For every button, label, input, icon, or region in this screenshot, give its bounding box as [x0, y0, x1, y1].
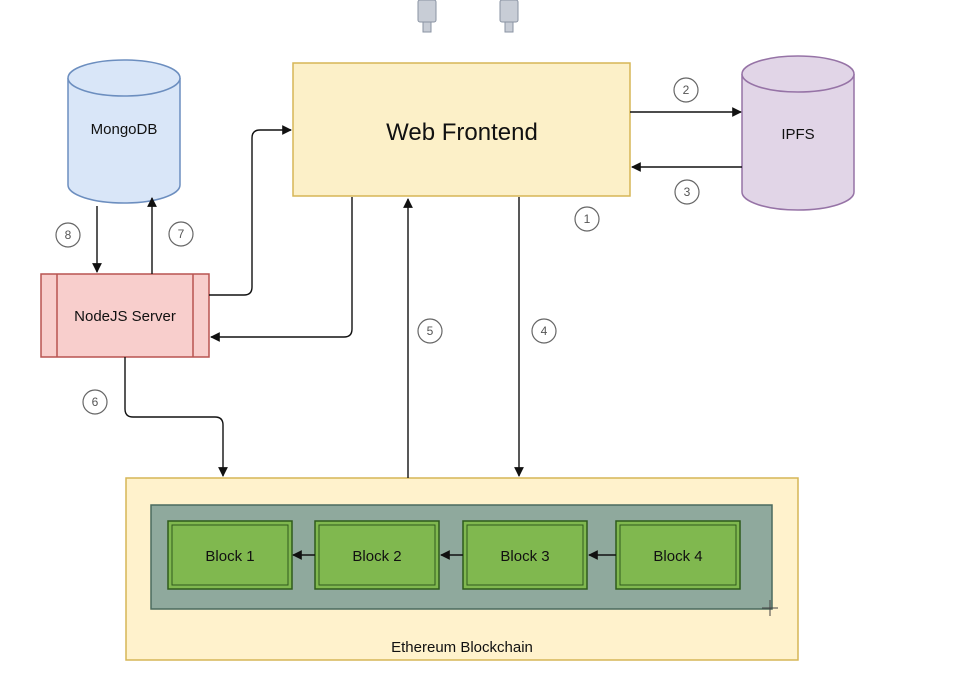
block-1-label: Block 1 — [205, 548, 254, 565]
step-7-badge: 7 — [168, 221, 194, 247]
edge-nodejs-to-ethereum — [124, 357, 228, 477]
web-frontend-node: Web Frontend — [292, 62, 631, 197]
cursor-crosshair-icon — [762, 600, 778, 616]
block-1: Block 1 — [167, 520, 293, 590]
step-1-badge: 1 — [574, 206, 600, 232]
step-8-label: 8 — [65, 228, 72, 242]
step-2-badge: 2 — [673, 77, 699, 103]
web-frontend-label: Web Frontend — [386, 119, 538, 146]
step-6-badge: 6 — [82, 389, 108, 415]
step-5-label: 5 — [427, 324, 434, 338]
block-4-label: Block 4 — [653, 548, 702, 565]
top-plug-icons — [417, 0, 519, 33]
edge-nodejs-to-frontend — [209, 125, 292, 296]
mongodb-label: MongoDB — [91, 121, 158, 138]
step-4-badge: 4 — [531, 318, 557, 344]
step-8-badge: 8 — [55, 222, 81, 248]
nodejs-server-label: NodeJS Server — [74, 308, 176, 325]
mongodb-node: MongoDB — [67, 59, 181, 204]
step-2-label: 2 — [683, 83, 690, 97]
block-3: Block 3 — [462, 520, 588, 590]
ethereum-blockchain-label: Ethereum Blockchain — [391, 639, 533, 656]
block-3-label: Block 3 — [500, 548, 549, 565]
nodejs-server-node: NodeJS Server — [40, 273, 210, 358]
step-1-label: 1 — [584, 212, 591, 226]
step-5-badge: 5 — [417, 318, 443, 344]
step-3-badge: 3 — [674, 179, 700, 205]
block-4: Block 4 — [615, 520, 741, 590]
ipfs-node: IPFS — [741, 55, 855, 211]
step-3-label: 3 — [684, 185, 691, 199]
block-2-label: Block 2 — [352, 548, 401, 565]
step-7-label: 7 — [178, 227, 185, 241]
ipfs-label: IPFS — [781, 126, 814, 143]
block-2: Block 2 — [314, 520, 440, 590]
step-4-label: 4 — [541, 324, 548, 338]
edge-frontend-to-nodejs — [210, 197, 353, 342]
step-6-label: 6 — [92, 395, 99, 409]
